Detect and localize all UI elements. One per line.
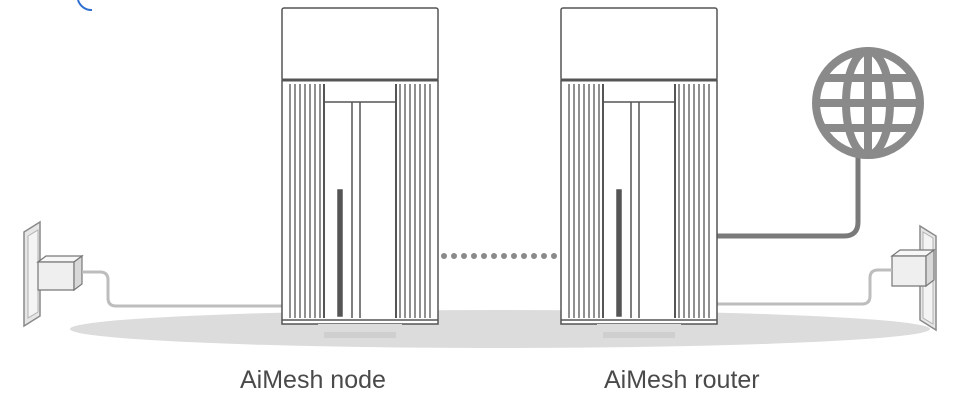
floor-shadow xyxy=(70,310,930,348)
aimesh-node-label: AiMesh node xyxy=(240,366,386,394)
node-power-cable xyxy=(82,270,282,308)
aimesh-router-label: AiMesh router xyxy=(604,366,760,394)
router-power-cable xyxy=(716,268,892,306)
mesh-link xyxy=(441,253,557,259)
corner-mark xyxy=(77,0,93,11)
wan-cable xyxy=(716,150,861,239)
right-power-outlet-icon xyxy=(890,224,937,332)
aimesh-node-device xyxy=(281,7,439,338)
left-power-outlet-icon xyxy=(23,220,84,328)
globe-icon xyxy=(812,47,924,159)
aimesh-router-device xyxy=(560,7,718,338)
